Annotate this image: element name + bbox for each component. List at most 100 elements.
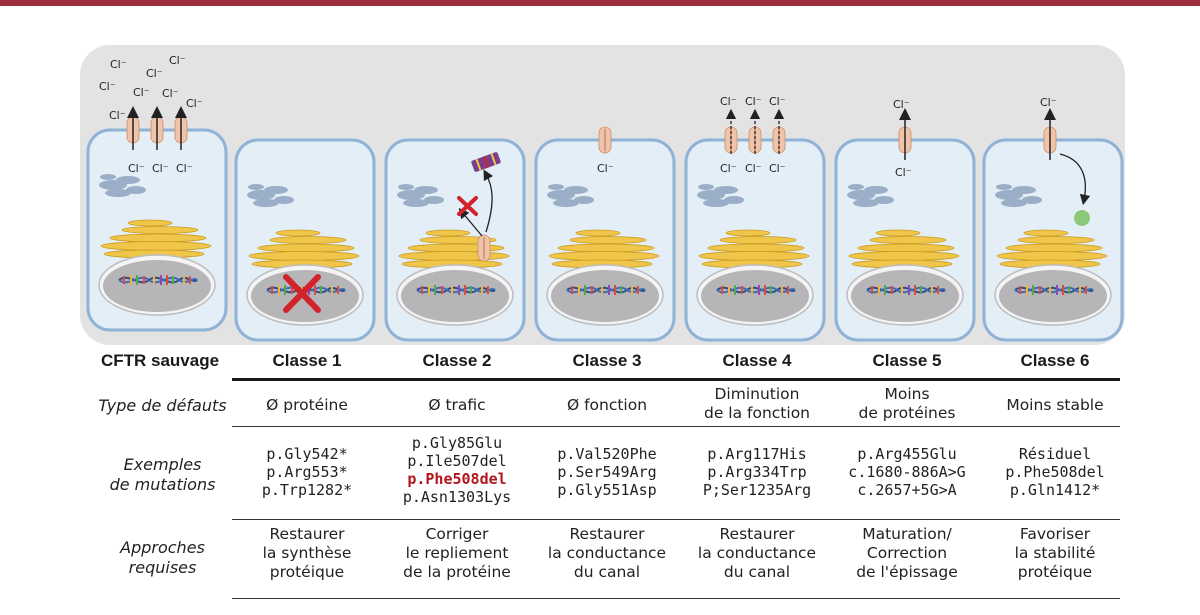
cell-illustration-panel: Cl⁻ Cl⁻ Cl⁻ Cl⁻ Cl⁻ Cl⁻ Cl⁻ Cl⁻ Cl⁻ Cl⁻ …	[80, 45, 1125, 345]
cell-line: de l'épissage	[856, 563, 958, 581]
approach-cell: Restaurer la conductance du canal	[682, 525, 832, 582]
mutation-name: p.Arg334Trp	[707, 463, 807, 481]
mutation-cell: p.Arg117His p.Arg334Trp P;Ser1235Arg	[682, 445, 832, 499]
cell-line: la stabilité	[1014, 544, 1096, 562]
ion-label: Cl⁻	[1040, 96, 1057, 109]
cell-class-1	[236, 140, 374, 340]
mutation-name: c.2657+5G>A	[857, 481, 957, 499]
row-label-approaches: Approches requises	[95, 538, 230, 578]
ion-label: Cl⁻	[162, 87, 179, 100]
cell-line: Restaurer	[719, 525, 795, 543]
cell-line: Maturation/	[862, 525, 952, 543]
mutation-cell: Résiduel p.Phe508del p.Gln1412*	[980, 445, 1130, 499]
cell-line: de protéines	[858, 404, 956, 422]
approach-cell: Restaurer la conductance du canal	[532, 525, 682, 582]
row-label-line: requises	[128, 558, 197, 577]
cell-line: Favoriser	[1019, 525, 1091, 543]
degraded-protein-icon	[1074, 210, 1090, 226]
table-top-rule	[232, 378, 1120, 381]
ion-label: Cl⁻	[769, 95, 786, 108]
cell-line: protéique	[269, 563, 345, 581]
mutation-cell: p.Val520Phe p.Ser549Arg p.Gly551Asp	[532, 445, 682, 499]
cell-line: de la protéine	[403, 563, 511, 581]
cell-line: Correction	[866, 544, 948, 562]
cell-class-5	[836, 108, 974, 340]
ion-label: Cl⁻	[893, 98, 910, 111]
column-header-class-2: Classe 2	[422, 351, 492, 370]
cell-line: Moins	[884, 385, 930, 403]
ion-label: Cl⁻	[745, 95, 762, 108]
cell-line: la synthèse	[262, 544, 352, 562]
ion-label: Cl⁻	[186, 97, 203, 110]
mutation-name: p.Gly85Glu	[411, 434, 503, 452]
defect-cell: Diminution de la fonction	[682, 385, 832, 423]
ion-label: Cl⁻	[176, 162, 193, 175]
table-bottom-rule	[232, 598, 1120, 599]
mutation-name: Résiduel	[1018, 445, 1092, 463]
cross-icon	[457, 196, 478, 216]
mutation-name: p.Arg553*	[266, 463, 348, 481]
mutation-name: p.Ile507del	[407, 452, 507, 470]
cross-icon	[283, 274, 321, 313]
row-label-line: Approches	[120, 538, 205, 557]
mutation-name: p.Ser549Arg	[557, 463, 657, 481]
ion-label: Cl⁻	[133, 86, 150, 99]
table-row-rule	[232, 519, 1120, 520]
approach-cell: Restaurer la synthèse protéique	[232, 525, 382, 582]
ion-label: Cl⁻	[597, 162, 614, 175]
column-header-class-3: Classe 3	[572, 351, 642, 370]
cell-line: Corriger	[425, 525, 489, 543]
column-header-class-1: Classe 1	[272, 351, 342, 370]
cell-line: Restaurer	[269, 525, 345, 543]
approach-cell: Corriger le repliement de la protéine	[382, 525, 532, 582]
mutation-name: p.Val520Phe	[557, 445, 657, 463]
column-header-class-5: Classe 5	[872, 351, 942, 370]
cell-line: la conductance	[697, 544, 817, 562]
table-row-rule	[232, 426, 1120, 427]
defect-cell: Moins de protéines	[832, 385, 982, 423]
mutation-name: p.Asn1303Lys	[402, 488, 512, 506]
column-header-class-6: Classe 6	[1020, 351, 1090, 370]
mutation-cell: p.Gly85Glu p.Ile507del p.Phe508del p.Asn…	[382, 434, 532, 506]
column-header-wildtype: CFTR sauvage	[100, 351, 220, 370]
ion-label: Cl⁻	[128, 162, 145, 175]
cell-line: Ø trafic	[428, 396, 486, 414]
cell-class-2	[386, 140, 524, 340]
ion-label: Cl⁻	[169, 54, 186, 67]
defect-cell: Ø protéine	[232, 396, 382, 415]
cell-line: du canal	[573, 563, 641, 581]
cell-line: Moins stable	[1006, 396, 1104, 414]
approach-cell: Favoriser la stabilité protéique	[980, 525, 1130, 582]
mutation-name: p.Trp1282*	[261, 481, 353, 499]
row-label-line: Exemples	[123, 455, 202, 474]
row-label-mutations: Exemples de mutations	[95, 455, 230, 495]
defect-cell: Ø fonction	[532, 396, 682, 415]
mutation-name: c.1680-886A>G	[848, 463, 966, 481]
highlighted-mutation-name: p.Phe508del	[407, 470, 507, 488]
defect-cell: Ø trafic	[382, 396, 532, 415]
cell-line: Ø fonction	[566, 396, 648, 414]
cell-line: protéique	[1017, 563, 1093, 581]
ion-label: Cl⁻	[769, 162, 786, 175]
cell-line: Restaurer	[569, 525, 645, 543]
mutation-cell: p.Gly542* p.Arg553* p.Trp1282*	[232, 445, 382, 499]
mutation-name: P;Ser1235Arg	[702, 481, 812, 499]
mutation-name: p.Gly542*	[266, 445, 348, 463]
column-header-class-4: Classe 4	[722, 351, 792, 370]
cell-class-3	[536, 126, 674, 340]
ion-label: Cl⁻	[109, 109, 126, 122]
mutation-name: p.Arg117His	[707, 445, 807, 463]
cell-line: Ø protéine	[266, 396, 348, 414]
mutation-name: p.Phe508del	[1005, 463, 1105, 481]
cell-class-4	[686, 108, 824, 340]
cell-line: du canal	[723, 563, 791, 581]
cell-line: la conductance	[547, 544, 667, 562]
header-bar	[0, 0, 1200, 6]
mutation-name: p.Gln1412*	[1009, 481, 1101, 499]
row-label-defect-type: Type de défauts	[98, 396, 227, 415]
cell-line: Diminution	[714, 385, 800, 403]
cell-class-6	[984, 108, 1122, 340]
cell-wildtype	[88, 106, 226, 330]
mutation-name: p.Gly551Asp	[557, 481, 657, 499]
ion-label: Cl⁻	[146, 67, 163, 80]
